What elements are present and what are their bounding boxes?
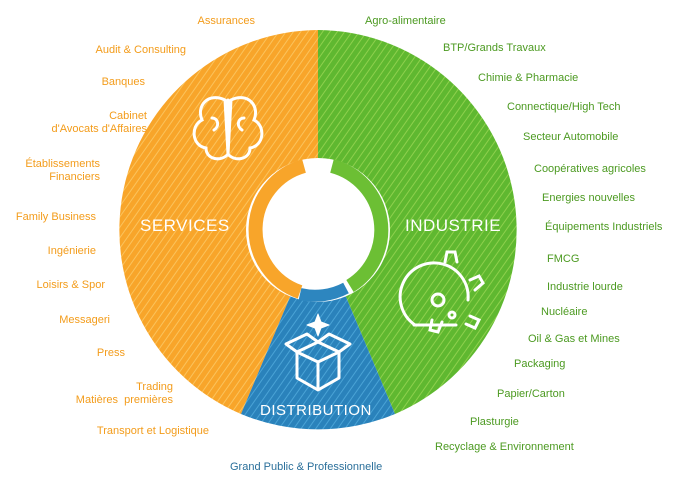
brain-icon [192, 96, 264, 161]
industrie-item: FMCG [547, 253, 580, 265]
services-item: Banques [101, 76, 145, 88]
industrie-item: Secteur Automobile [523, 131, 619, 143]
inner-hole [266, 178, 370, 282]
industrie-segment [318, 30, 517, 414]
inner-arc-industrie [330, 159, 389, 292]
industrie-item: Recyclage & Environnement [435, 441, 574, 453]
industrie-item: Plasturgie [470, 416, 519, 428]
industrie-item: Connectique/High Tech [507, 101, 621, 113]
services-item: Messageri [59, 314, 110, 326]
services-item: Trading Matières premières [75, 381, 173, 406]
industrie-item: Nucléaire [541, 306, 588, 318]
services-item: Établissements Financiers [25, 158, 100, 183]
industrie-item: Industrie lourde [547, 281, 623, 293]
industrie-item: Energies nouvelles [542, 192, 635, 204]
industrie-item: Équipements Industriels [545, 221, 663, 233]
box-icon [284, 313, 352, 392]
services-item: Press [96, 347, 125, 359]
services-item: Cabinet d'Avocats d'Affaires [51, 110, 147, 135]
industrie-item: Oil & Gas et Mines [528, 333, 620, 345]
inner-arc-services [248, 159, 307, 299]
distribution-title: DISTRIBUTION [260, 402, 372, 419]
industrie-item: Coopératives agricoles [534, 163, 646, 175]
industrie-item: Chimie & Pharmacie [478, 72, 579, 84]
industrie-item: Packaging [514, 358, 566, 370]
services-item: Loisirs & Spor [36, 279, 105, 291]
services-segment [119, 30, 318, 414]
gear-flask-icon [398, 250, 485, 334]
services-title: SERVICES [140, 216, 230, 235]
industrie-item: Agro-alimentaire [365, 15, 446, 27]
services-item: Ingénierie [47, 245, 96, 257]
industrie-item: Papier/Carton [497, 388, 565, 400]
industrie-title: INDUSTRIE [405, 216, 502, 235]
services-item: Audit & Consulting [95, 44, 187, 56]
distribution-item: Grand Public & Professionnelle [230, 461, 383, 473]
industrie-item: BTP/Grands Travaux [443, 42, 546, 54]
inner-arc-distribution [298, 282, 349, 302]
services-item: Transport et Logistique [96, 425, 209, 437]
services-item: Assurances [197, 15, 255, 27]
services-item: Family Business [15, 211, 96, 223]
